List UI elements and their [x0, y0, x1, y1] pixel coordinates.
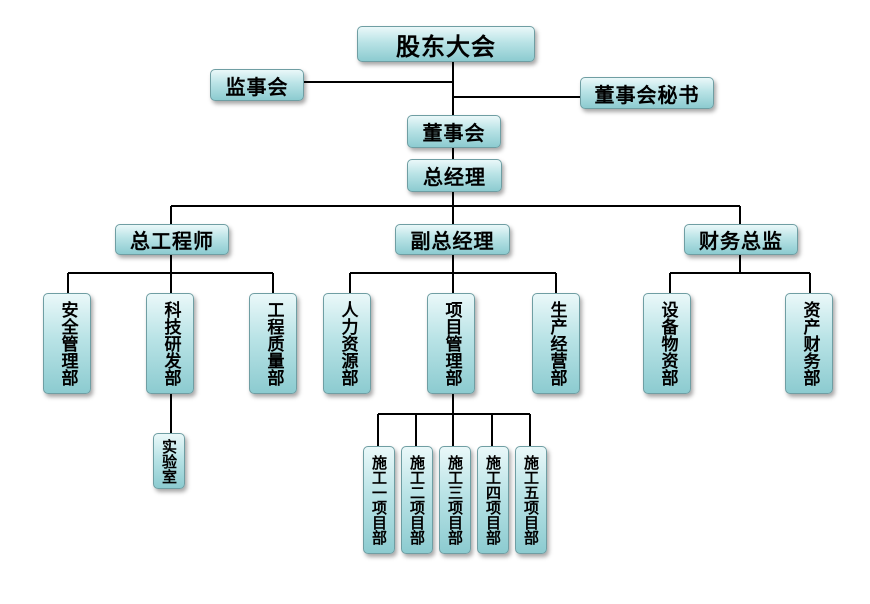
node-project-unit-3: 施工三项目部 [439, 446, 471, 554]
node-project-unit-4: 施工四项目部 [477, 446, 509, 554]
node-shareholders-meeting: 股东大会 [357, 26, 535, 62]
node-deputy-general-manager: 副总经理 [395, 224, 510, 255]
node-chief-engineer: 总工程师 [115, 224, 229, 255]
node-board-secretary: 董事会秘书 [580, 77, 714, 109]
node-tech-rd-dept: 科技研发部 [146, 293, 194, 394]
node-project-unit-1: 施工一项目部 [363, 446, 395, 554]
node-project-unit-5: 施工五项目部 [515, 446, 547, 554]
node-board-of-directors: 董事会 [407, 115, 501, 148]
node-laboratory: 实验室 [153, 433, 185, 489]
node-equipment-dept: 设备物资部 [643, 293, 691, 394]
node-quality-dept: 工程质量部 [249, 293, 297, 394]
node-finance-dept: 资产财务部 [785, 293, 833, 394]
node-safety-management-dept: 安全管理部 [43, 293, 91, 394]
node-general-manager: 总经理 [407, 159, 502, 192]
node-supervisory-board: 监事会 [210, 69, 304, 101]
node-project-management-dept: 项目管理部 [427, 293, 475, 394]
node-production-dept: 生产经营部 [532, 293, 580, 394]
node-cfo: 财务总监 [684, 224, 798, 255]
node-project-unit-2: 施工二项目部 [401, 446, 433, 554]
node-hr-dept: 人力资源部 [323, 293, 371, 394]
